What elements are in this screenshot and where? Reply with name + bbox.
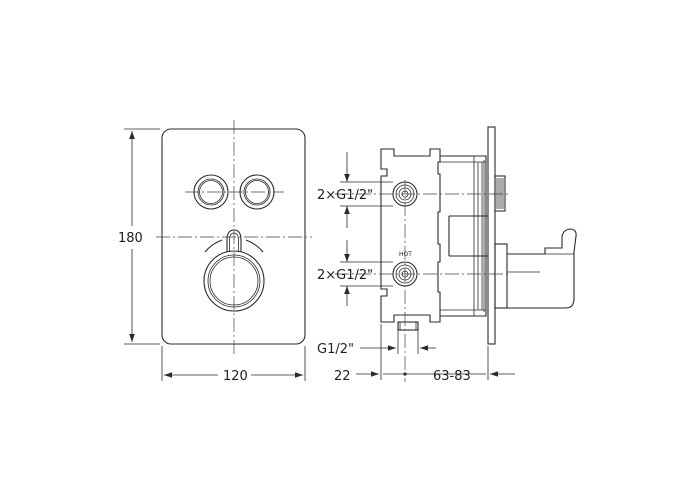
push-button-left [193, 174, 229, 210]
thread-ribs [440, 156, 486, 316]
depth-dimension [356, 324, 515, 380]
depth-body-label: 22 [334, 369, 351, 384]
push-button-right [239, 174, 275, 210]
height-label: 180 [118, 231, 143, 246]
valve-body [380, 148, 441, 323]
depth-range-label: 63-83 [433, 369, 471, 384]
body-housing [440, 155, 487, 317]
outlet-label: G1/2" [317, 342, 354, 357]
height-dimension [124, 128, 160, 345]
side-view: HOT 2×G1/2" 2×G1/2" G1/2" [317, 126, 577, 384]
lower-inlet-dimension [340, 240, 393, 306]
upper-inlet-label: 2×G1/2" [317, 188, 373, 203]
push-cartridge [494, 175, 506, 212]
upper-inlet-dimension [340, 152, 393, 228]
cover-plate [161, 128, 306, 345]
front-view: 180 120 [118, 120, 312, 384]
lower-inlet-label: 2×G1/2" [317, 268, 373, 283]
rotation-arc-right [245, 239, 264, 253]
width-label: 120 [223, 369, 248, 384]
outlet-spigot [397, 321, 419, 331]
width-dimension [161, 346, 306, 381]
side-knob [494, 228, 577, 309]
hot-label: HOT [399, 251, 412, 258]
wall-plate [487, 126, 496, 345]
rotation-arc-left [204, 239, 223, 253]
thermostat-knob [203, 229, 265, 312]
outlet-dimension [360, 330, 436, 354]
spindle-tube [448, 215, 488, 257]
